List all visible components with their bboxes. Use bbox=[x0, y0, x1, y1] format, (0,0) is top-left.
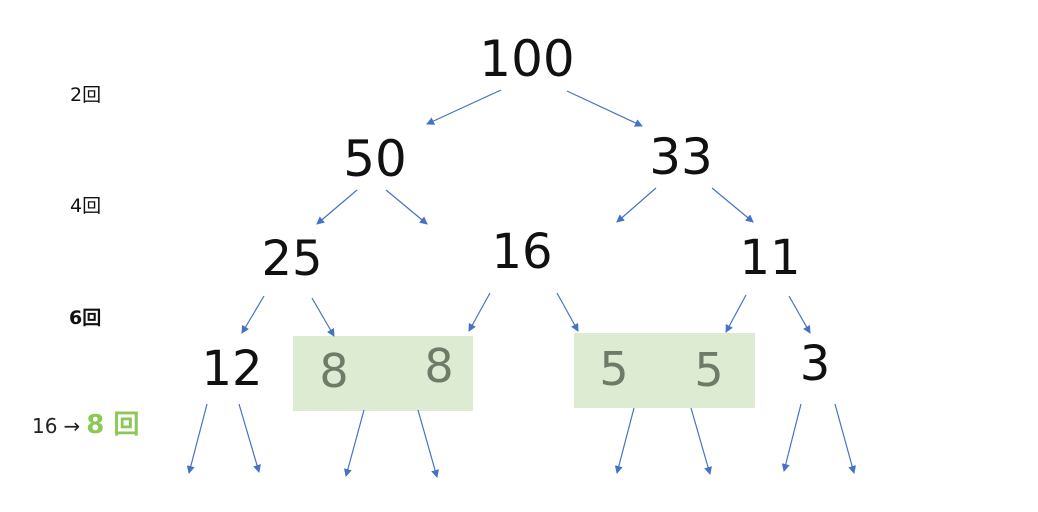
edge-8-left bbox=[343, 409, 365, 477]
tree-node-root: 100 bbox=[479, 30, 575, 88]
edge-100-33 bbox=[566, 90, 643, 127]
tree-node-l2-a: 25 bbox=[261, 231, 323, 287]
tree-node-l3-b: 8 bbox=[319, 344, 349, 398]
edge-5-left bbox=[614, 407, 635, 474]
edge-5-right bbox=[690, 407, 712, 475]
edge-11-left bbox=[725, 294, 747, 333]
row-label-level2: 4回 bbox=[70, 195, 102, 217]
edge-100-50 bbox=[426, 89, 502, 125]
edge-33-right bbox=[711, 187, 754, 223]
tree-node-l1-a: 50 bbox=[343, 130, 407, 188]
tree-node-l3-d: 5 bbox=[599, 342, 629, 396]
tree-node-l1-b: 33 bbox=[649, 128, 713, 186]
edge-8-right bbox=[417, 409, 439, 478]
summary-from-count: 16 bbox=[32, 414, 58, 438]
edge-3-right bbox=[834, 403, 856, 474]
edge-3-left bbox=[781, 403, 802, 472]
row-label-level1: 2回 bbox=[70, 84, 102, 106]
memo-highlight-box-left bbox=[293, 336, 473, 411]
summary-result-count: 8 回 bbox=[86, 410, 140, 440]
edge-25-right bbox=[311, 297, 335, 337]
edge-12-right bbox=[238, 403, 261, 473]
tree-node-l3-a: 12 bbox=[201, 341, 263, 397]
right-arrow-icon: → bbox=[63, 414, 81, 438]
tree-node-l3-f: 3 bbox=[799, 336, 831, 392]
edge-11-right bbox=[788, 295, 811, 334]
edge-50-left bbox=[316, 189, 358, 225]
tree-node-l2-c: 11 bbox=[739, 230, 801, 286]
memo-highlight-box-right bbox=[574, 333, 755, 408]
edge-25-left bbox=[241, 295, 265, 334]
edge-33-left bbox=[616, 187, 657, 223]
edge-16-right bbox=[556, 292, 579, 332]
tree-node-l3-e: 5 bbox=[694, 343, 724, 397]
edge-16-left bbox=[468, 292, 491, 332]
row-label-level3: 6回 bbox=[69, 307, 102, 329]
tree-node-l3-c: 8 bbox=[424, 339, 454, 393]
edge-12-left bbox=[186, 403, 208, 474]
tree-node-l2-b: 16 bbox=[491, 224, 553, 280]
edge-50-right bbox=[385, 189, 428, 225]
call-count-summary: 16→8 回 bbox=[32, 412, 139, 438]
